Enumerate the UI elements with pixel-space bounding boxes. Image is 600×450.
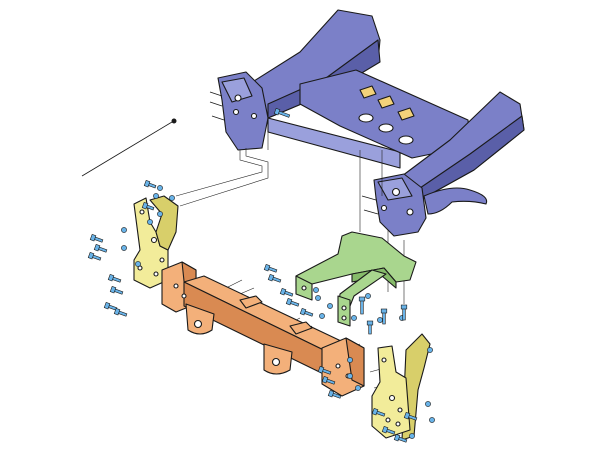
frame-hole: [391, 187, 401, 197]
nut-icon: [425, 401, 431, 407]
frame-hole: [380, 204, 388, 212]
left-bracket-flange: [149, 195, 179, 251]
frame-hole: [406, 208, 414, 216]
bolt-icon: [285, 297, 300, 307]
bolt-icon: [321, 375, 336, 385]
left-bracket-plate: [133, 197, 169, 289]
nut-icon: [135, 261, 141, 267]
frame-tow-hook: [423, 187, 488, 215]
crossbar-left-tow-tab: [185, 303, 215, 335]
center-support-arm: [295, 231, 417, 327]
bolt-icon: [273, 107, 291, 118]
bolt-icon: [107, 273, 122, 283]
bolt-icon: [267, 273, 282, 283]
frame-left-horn-top: [221, 77, 253, 103]
bolt-icon: [380, 308, 388, 325]
wire-lead: [81, 118, 177, 177]
nut-icon: [377, 317, 383, 323]
nut-icon: [427, 347, 433, 353]
bolt-icon: [143, 179, 157, 189]
right-bracket-plate: [371, 345, 411, 439]
bolt-icon: [279, 287, 294, 297]
nut-icon: [157, 185, 163, 191]
fasteners: [87, 107, 435, 443]
frame-hole: [234, 94, 242, 102]
nut-icon: [327, 303, 333, 309]
frame-hole: [232, 108, 240, 116]
bolt-icon: [317, 365, 332, 375]
bolt-icon: [113, 307, 128, 317]
main-crossbar: [161, 261, 365, 397]
nut-icon: [365, 293, 371, 299]
left-mounting-bracket: [133, 195, 179, 289]
frame-hole: [398, 135, 414, 145]
bolt-icon: [358, 296, 366, 315]
bolt-icon: [393, 433, 408, 443]
nut-icon: [409, 433, 415, 439]
bolt-icon: [87, 251, 102, 261]
nut-icon: [347, 357, 353, 363]
nut-icon: [313, 287, 319, 293]
nut-icon: [121, 245, 127, 251]
bolt-icon: [371, 407, 386, 417]
bolt-icon: [403, 411, 418, 421]
bolt-icon: [141, 201, 155, 211]
bolt-icon: [400, 304, 408, 321]
frame-cross-tube: [267, 117, 401, 169]
bolt-icon: [263, 263, 278, 273]
nut-icon: [147, 219, 153, 225]
frame-nut-plates: [359, 85, 415, 121]
frame-hole: [250, 112, 258, 120]
nut-icon: [121, 227, 127, 233]
bolt-icon: [366, 320, 374, 335]
nut-icon: [429, 417, 435, 423]
nut-icon: [347, 373, 353, 379]
bolt-icon: [89, 233, 104, 243]
frame-hole: [378, 123, 394, 133]
bolt-icon: [93, 243, 108, 253]
bolt-icon: [299, 307, 314, 317]
vehicle-frame: [209, 9, 525, 237]
frame-hole: [358, 113, 374, 123]
nut-icon: [169, 195, 175, 201]
bolt-icon: [103, 301, 118, 311]
nut-icon: [319, 313, 325, 319]
crossbar-right-receiver-side: [345, 337, 365, 387]
bolt-icon: [381, 425, 396, 435]
nut-icon: [157, 211, 163, 217]
nut-icon: [351, 315, 357, 321]
bolt-icon: [327, 389, 342, 399]
nut-icon: [315, 295, 321, 301]
bolt-icon: [109, 285, 124, 295]
nut-icon: [355, 385, 361, 391]
right-mounting-bracket: [371, 333, 431, 441]
nut-icon: [153, 193, 159, 199]
support-lower-tab: [337, 295, 351, 327]
